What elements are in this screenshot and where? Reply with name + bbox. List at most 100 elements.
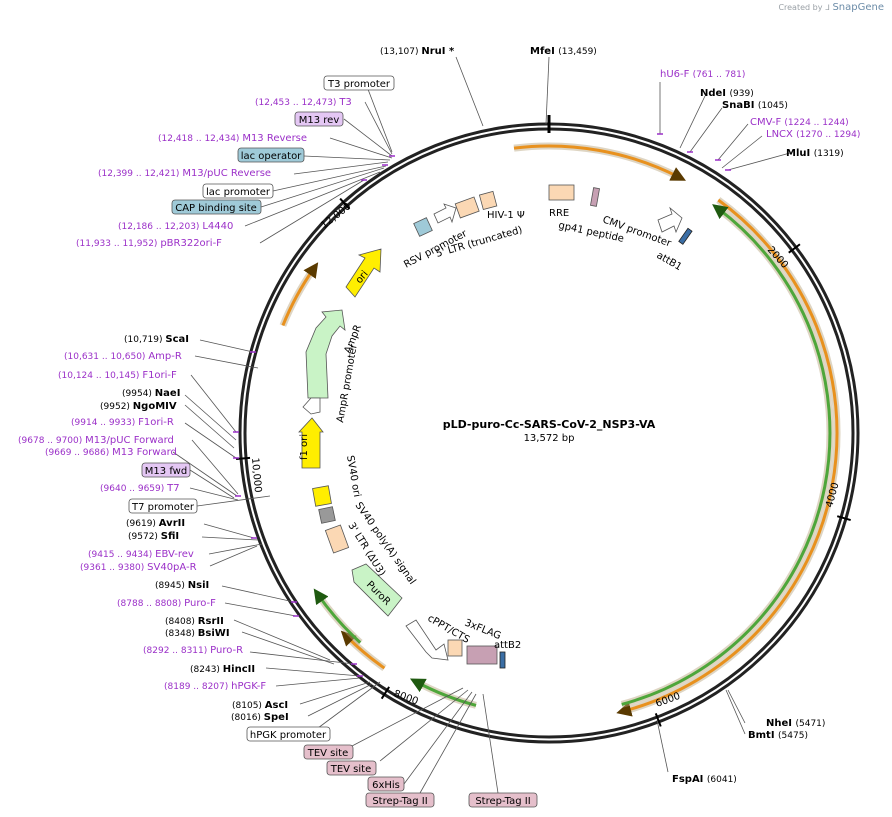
leader-line-29 bbox=[203, 523, 255, 539]
leader-line-6 bbox=[721, 135, 763, 169]
t3-promoter-label: T3 promoter bbox=[327, 79, 391, 90]
snapgene-credit: Created by ᒧ SnapGene bbox=[778, 2, 884, 13]
feature-arcs bbox=[279, 142, 841, 717]
enzyme-name: NdeI bbox=[700, 88, 730, 99]
enzyme-position: (13,107) bbox=[380, 47, 421, 57]
tick-6000 bbox=[654, 713, 662, 727]
arc-hu6 bbox=[513, 144, 686, 181]
m13-fwd-box bbox=[141, 462, 191, 478]
leader-line-23 bbox=[184, 422, 237, 459]
enzyme-name: SpeI bbox=[264, 712, 289, 723]
leader-line-25 bbox=[172, 451, 238, 497]
sv40-polya-feature bbox=[318, 506, 336, 524]
rsv-promoter-feature bbox=[433, 203, 457, 224]
leader-line-8 bbox=[365, 83, 393, 153]
enzyme-label-snabi: SnaBI (1045) bbox=[722, 100, 788, 111]
leader-line-41 bbox=[307, 683, 373, 717]
enzyme-position: (5475) bbox=[778, 731, 808, 741]
primer-range: (8292 .. 8311) bbox=[143, 646, 210, 656]
enzyme-name: AvrII bbox=[159, 518, 185, 529]
primer-range: (8189 .. 8207) bbox=[164, 682, 231, 692]
strep-tag-2-label: Strep-Tag II bbox=[475, 796, 530, 807]
leader-lines bbox=[172, 56, 791, 794]
tev-site-1-box bbox=[303, 744, 354, 760]
leader-line-22 bbox=[184, 404, 235, 449]
primer-labels: hU6-F (761 .. 781)CMV-F (1224 .. 1244)LN… bbox=[18, 69, 860, 692]
enzyme-name: BmtI bbox=[748, 730, 778, 741]
leader-line-35 bbox=[233, 619, 331, 661]
primer-label-f1orif: (10,124 .. 10,145) F1ori-F bbox=[58, 370, 177, 381]
cppt-feature bbox=[405, 619, 449, 661]
leader-line-20 bbox=[190, 374, 237, 433]
primer-label-m13pucreverse: (12,399 .. 12,421) M13/pUC Reverse bbox=[98, 168, 271, 179]
rre-feature bbox=[548, 184, 575, 201]
primer-label-lncx: LNCX (1270 .. 1294) bbox=[766, 129, 860, 140]
lac-cluster-feature bbox=[413, 217, 433, 237]
tick-label-8000: 8000 bbox=[392, 688, 420, 707]
ori-feature bbox=[345, 248, 382, 298]
primer-label-t7: (9640 .. 9659) T7 bbox=[100, 483, 180, 494]
enzyme-label-spei: (8016) SpeI bbox=[231, 712, 289, 723]
enzyme-label-bmti: BmtI (5475) bbox=[748, 730, 808, 741]
leader-line-13 bbox=[293, 161, 389, 175]
tev-site-1-label: TEV site bbox=[307, 748, 349, 759]
primer-label-l4440: (12,186 .. 12,203) L4440 bbox=[118, 221, 233, 232]
lac-promoter-box bbox=[202, 183, 274, 199]
enzyme-label-avrii: (9619) AvrII bbox=[126, 518, 185, 529]
attb2-label: attB2 bbox=[494, 640, 521, 651]
enzyme-position: (9572) bbox=[128, 532, 161, 542]
primer-label-f1orir: (9914 .. 9933) F1ori-R bbox=[71, 417, 174, 428]
enzyme-label-asci: (8105) AscI bbox=[232, 700, 288, 711]
gp41-feature bbox=[590, 187, 600, 207]
enzyme-label-nrui: (13,107) NruI * bbox=[380, 46, 455, 57]
ampr-promoter-feature bbox=[302, 397, 321, 415]
primer-range: (1224 .. 1244) bbox=[784, 118, 848, 128]
enzyme-position: (9619) bbox=[126, 519, 159, 529]
leader-line-24 bbox=[191, 439, 239, 495]
m13-fwd-label: M13 fwd bbox=[145, 466, 187, 477]
puror-feature bbox=[351, 563, 403, 617]
enzyme-name: MluI bbox=[786, 148, 814, 159]
leader-line-17 bbox=[259, 179, 365, 244]
tick-label-10000: 10,000 bbox=[249, 457, 263, 493]
primer-range: (9678 .. 9700) bbox=[18, 436, 85, 446]
t7-promoter-box bbox=[128, 498, 198, 514]
primer-label-puror: (8292 .. 8311) Puro-R bbox=[143, 645, 243, 656]
leader-line-32 bbox=[209, 545, 258, 567]
his6-box bbox=[367, 776, 405, 792]
primer-name: pBR322ori-F bbox=[160, 238, 222, 249]
primer-range: (12,418 .. 12,434) bbox=[158, 134, 242, 144]
t7-promoter-label: T7 promoter bbox=[131, 502, 195, 513]
tick-10000 bbox=[235, 456, 251, 460]
leader-line-19 bbox=[194, 355, 259, 369]
ampr-promoter-label: AmpR promoter bbox=[335, 342, 360, 423]
strep-tag-2-box bbox=[468, 792, 538, 808]
leader-line-36 bbox=[241, 631, 335, 665]
tick-marks bbox=[235, 115, 851, 727]
leader-line-0 bbox=[455, 56, 484, 127]
enzyme-label-nhei: NheI (5471) bbox=[766, 718, 825, 729]
leader-line-48 bbox=[727, 689, 746, 724]
leader-line-1 bbox=[545, 56, 550, 125]
leader-line-46 bbox=[419, 693, 477, 794]
attb1-label: attB1 bbox=[655, 250, 684, 273]
primer-label-sv40par: (9361 .. 9380) SV40pA-R bbox=[80, 562, 197, 573]
leader-line-50 bbox=[656, 719, 669, 773]
enzyme-labels: (13,107) NruI *MfeI (13,459)NdeI (939)Sn… bbox=[100, 46, 844, 785]
leader-line-38 bbox=[265, 667, 361, 677]
leader-line-3 bbox=[679, 95, 706, 149]
primer-name: M13 Forward bbox=[112, 447, 177, 458]
tev-site-2-box bbox=[326, 760, 377, 776]
primer-label-purof: (8788 .. 8808) Puro-F bbox=[117, 598, 216, 609]
arc-upper-left bbox=[281, 262, 319, 327]
primer-label-m13forward: (9669 .. 9686) M13 Forward bbox=[45, 447, 177, 458]
enzyme-position: (6041) bbox=[707, 775, 737, 785]
primer-name: T7 bbox=[166, 483, 179, 494]
f1-ori-feature bbox=[298, 417, 324, 469]
tev-site-2-label: TEV site bbox=[330, 764, 372, 775]
leader-line-37 bbox=[249, 651, 355, 665]
primer-name: EBV-rev bbox=[155, 549, 194, 560]
leader-line-12 bbox=[303, 155, 391, 161]
boxed-labels: T3 promoter M13 rev lac operator lac pro… bbox=[128, 75, 538, 808]
